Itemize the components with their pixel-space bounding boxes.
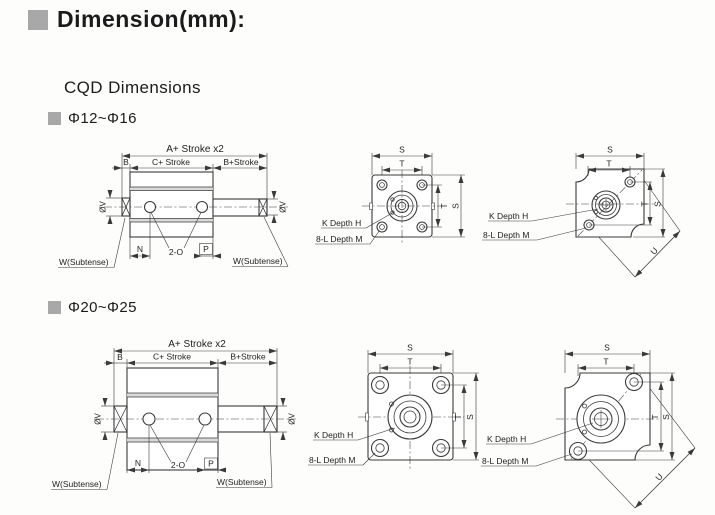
dim-label-cap: B bbox=[117, 352, 123, 362]
dim-label-s-top: S bbox=[604, 343, 610, 353]
dim-label-t-right: T bbox=[453, 414, 463, 419]
dim-label-rod-dia-left: ØV bbox=[94, 413, 103, 425]
dim-label-t-top: T bbox=[407, 357, 412, 367]
dim-label-k-thread: K Depth H bbox=[322, 218, 361, 228]
section-heading: CQD Dimensions bbox=[64, 78, 201, 97]
group2-bullet-square bbox=[48, 301, 61, 314]
dim-label-total-length: A+ Stroke x2 bbox=[166, 144, 224, 155]
dim-label-mount-threads: 8-L Depth M bbox=[309, 455, 355, 465]
page-title: Dimension(mm): bbox=[57, 6, 246, 32]
front-view-large-bore: S T T S K Depth H 8-L Dep bbox=[308, 343, 479, 469]
dim-label-mount-threads: 8-L Depth M bbox=[316, 234, 362, 244]
dim-label-t-top: T bbox=[399, 159, 404, 169]
dim-label-t-top: T bbox=[606, 159, 611, 169]
dim-label-rod-dia-left: ØV bbox=[99, 201, 108, 213]
dim-label-diagonal: U bbox=[648, 245, 660, 256]
dim-label-s-top: S bbox=[607, 145, 613, 155]
front-view-small-bore-rotated: U S T T S K Depth H bbox=[482, 145, 681, 278]
front-view-large-bore-rotated: U S T T S K Depth H bbox=[481, 343, 696, 509]
dim-label-s-right: S bbox=[451, 203, 461, 209]
dim-label-wrench-flats-right: W(Subtense) bbox=[233, 256, 283, 266]
dim-label-k-thread: K Depth H bbox=[487, 434, 526, 444]
dim-label-body-length: C+ Stroke bbox=[152, 157, 190, 167]
dim-label-ports: 2-O bbox=[171, 460, 186, 470]
dim-label-wrench-flats-right: W(Subtense) bbox=[217, 477, 267, 487]
dim-label-body-length: C+ Stroke bbox=[153, 352, 191, 362]
dim-label-s-top: S bbox=[399, 145, 405, 155]
side-view-large-bore: A+ Stroke x2 B C+ Stroke B+Stroke bbox=[51, 339, 297, 490]
dim-label-wrench-flats-left: W(Subtense) bbox=[52, 479, 102, 489]
dim-label-mount-threads: 8-L Depth M bbox=[482, 456, 528, 466]
dim-label-s-right: S bbox=[465, 414, 475, 420]
page-title-row: Dimension(mm): bbox=[28, 6, 245, 33]
dim-label-rod-length: B+Stroke bbox=[230, 352, 265, 362]
dim-label-diagonal: U bbox=[653, 471, 665, 482]
dim-label-s-right: S bbox=[653, 201, 663, 207]
dim-label-t-right: T bbox=[439, 203, 449, 208]
group2-label: Φ20~Φ25 bbox=[68, 299, 137, 316]
dim-label-t-top: T bbox=[603, 357, 608, 367]
dim-label-rod-length: B+Stroke bbox=[223, 157, 258, 167]
dim-label-s-top: S bbox=[407, 343, 413, 353]
dim-label-cap: B bbox=[123, 157, 129, 167]
dim-label-rod-dia-right: ØV bbox=[279, 201, 288, 213]
front-view-small-bore: S T T S K Depth H 8-L Dep bbox=[315, 145, 465, 245]
group-heading-large-bore: Φ20~Φ25 bbox=[48, 299, 137, 316]
dim-label-t-right: T bbox=[640, 201, 650, 206]
dim-label-k-thread: K Depth H bbox=[489, 211, 528, 221]
group1-label: Φ12~Φ16 bbox=[68, 110, 137, 127]
side-view-small-bore: A+ Stroke x2 B C+ Stroke B+Stroke bbox=[58, 144, 289, 268]
dim-label-p: P bbox=[203, 244, 209, 254]
dim-label-ports: 2-O bbox=[169, 247, 184, 257]
dim-label-n: N bbox=[137, 244, 143, 254]
dim-label-mount-threads: 8-L Depth M bbox=[483, 230, 529, 240]
group-heading-small-bore: Φ12~Φ16 bbox=[48, 110, 137, 127]
dim-label-rod-dia-right: ØV bbox=[288, 413, 297, 425]
dim-label-total-length: A+ Stroke x2 bbox=[168, 339, 226, 350]
dim-label-wrench-flats-left: W(Subtense) bbox=[59, 257, 109, 267]
dim-label-n: N bbox=[135, 458, 141, 468]
dim-label-k-thread: K Depth H bbox=[314, 430, 353, 440]
title-bullet-square bbox=[28, 10, 48, 30]
dim-label-p: P bbox=[208, 459, 214, 469]
dim-label-t-right: T bbox=[650, 414, 660, 419]
dim-label-s-right: S bbox=[661, 414, 671, 420]
group1-bullet-square bbox=[48, 112, 61, 125]
